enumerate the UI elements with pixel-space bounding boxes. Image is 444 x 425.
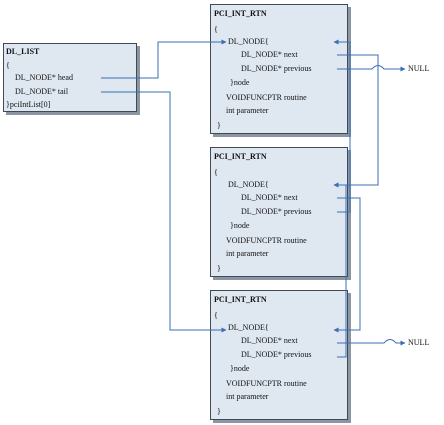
node-title: PCI_INT_RTN: [214, 9, 267, 18]
node1-previous-null-arrow: [337, 65, 406, 72]
dl-node-label: DL_NODE{: [228, 323, 269, 332]
node-close-brace: }: [217, 407, 221, 416]
node-open-brace: {: [214, 25, 218, 34]
null-label-bottom: NULL: [408, 338, 430, 347]
node-close-brace: }: [217, 264, 221, 273]
pci-int-rtn-box-2: PCI_INT_RTN { DL_NODE{ DL_NODE* next DL_…: [210, 147, 348, 277]
dl-list-open-brace: {: [6, 61, 10, 70]
routine-field: VOIDFUNCPTR routine: [226, 93, 307, 102]
routine-field: VOIDFUNCPTR routine: [226, 379, 307, 388]
next-field: DL_NODE* next: [241, 50, 298, 59]
dl-list-head: DL_NODE* head: [15, 73, 73, 82]
node3-next-null-arrow: [337, 339, 406, 346]
parameter-field: int parameter: [226, 392, 269, 401]
node-close-brace: }: [217, 121, 221, 130]
head-pointer-arrow: [101, 39, 227, 79]
node-close: }node: [230, 221, 250, 230]
node3-previous-arrow: [333, 182, 347, 358]
next-field: DL_NODE* next: [241, 336, 298, 345]
node-open-brace: {: [214, 168, 218, 177]
next-field: DL_NODE* next: [241, 193, 298, 202]
tail-pointer-arrow: [101, 91, 227, 333]
previous-field: DL_NODE* previous: [241, 64, 312, 73]
node-close: }node: [230, 364, 250, 373]
node-open-brace: {: [214, 311, 218, 320]
parameter-field: int parameter: [226, 249, 269, 258]
routine-field: VOIDFUNCPTR routine: [226, 236, 307, 245]
dl-list-close: }pciIntList[0]: [6, 100, 51, 109]
null-label-top: NULL: [408, 64, 430, 73]
node-close: }node: [230, 78, 250, 87]
dl-node-label: DL_NODE{: [228, 180, 269, 189]
dl-list-title: DL_LIST: [6, 47, 40, 56]
pci-int-rtn-box-3: PCI_INT_RTN { DL_NODE{ DL_NODE* next DL_…: [210, 290, 348, 420]
node2-next-arrow: [333, 197, 361, 333]
node1-next-arrow: [333, 54, 379, 188]
node-title: PCI_INT_RTN: [214, 152, 267, 161]
dl-list-tail: DL_NODE* tail: [15, 87, 69, 96]
node2-previous-arrow: [333, 39, 351, 213]
dl-node-label: DL_NODE{: [228, 37, 269, 46]
node-title: PCI_INT_RTN: [214, 295, 267, 304]
previous-field: DL_NODE* previous: [241, 350, 312, 359]
parameter-field: int parameter: [226, 106, 269, 115]
previous-field: DL_NODE* previous: [241, 207, 312, 216]
pci-int-rtn-box-1: PCI_INT_RTN { DL_NODE{ DL_NODE* next DL_…: [210, 4, 348, 134]
